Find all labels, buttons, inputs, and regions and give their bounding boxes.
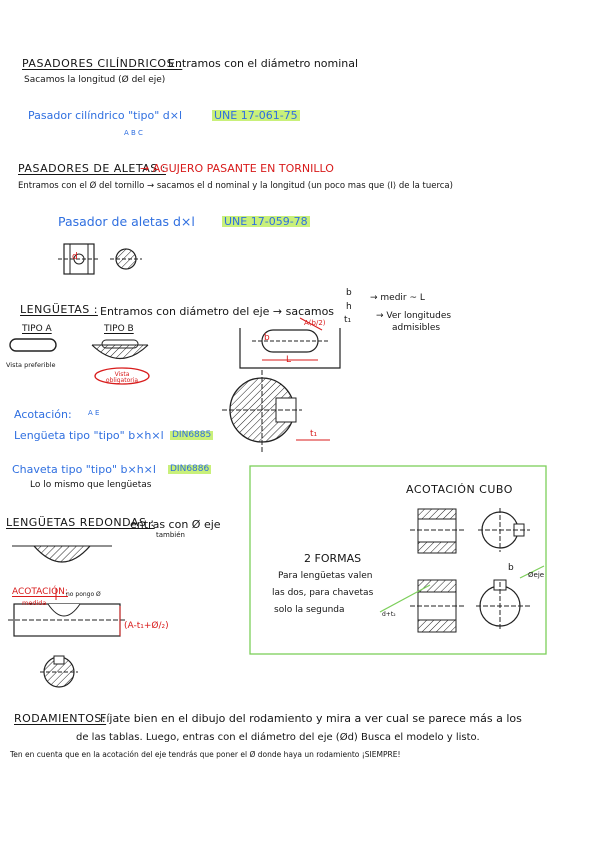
key-dim-radius: A(b/2) xyxy=(304,319,326,327)
key-type-drawings xyxy=(9,338,150,385)
woodruff-key-drawing xyxy=(8,545,126,688)
cotter-pin-norm: UNE 17-059-78 xyxy=(222,215,310,228)
key-preferred-view: Vista preferible xyxy=(6,361,56,369)
cylindrical-pin-norm: UNE 17-061-75 xyxy=(212,109,300,122)
section-title-bearings: RODAMIENTOS: xyxy=(14,712,107,725)
keys-result-3: admisibles xyxy=(392,323,441,333)
hub-box-text-3: solo la segunda xyxy=(274,605,345,615)
key-designation-norm: DIN6885 xyxy=(170,430,214,440)
keys-result-2: → Ver longitudes xyxy=(376,311,452,321)
hub-box-text-2: las dos, para chavetas xyxy=(272,588,374,598)
woodruff-no-diameter: no pongo Ø xyxy=(66,591,101,598)
key-dim-L: L xyxy=(286,355,292,365)
cotter-pins-note: → AGUJERO PASANTE EN TORNILLO xyxy=(140,162,334,175)
woodruff-desc-2: también xyxy=(156,531,185,539)
woodruff-dimension-medida: medida xyxy=(22,599,47,607)
hub-box-forms: 2 FORMAS xyxy=(304,552,362,565)
cotter-pin-drawing xyxy=(58,243,142,275)
key-mandatory-view: Vista obligatoria xyxy=(105,371,139,384)
key-designation-types: A E xyxy=(88,409,100,417)
key-dim-t1: t₁ xyxy=(310,429,318,439)
keys-out-h: h xyxy=(346,302,352,312)
gib-key-designation: Chaveta tipo "tipo" b×h×l xyxy=(12,463,156,476)
hub-dim-shaft: Øeje xyxy=(528,571,545,579)
cylindrical-pin-designation: Pasador cilíndrico "tipo" d×l xyxy=(28,109,183,122)
cylindrical-pin-types: A B C xyxy=(124,129,143,137)
cotter-pin-dim-d: d xyxy=(72,252,78,262)
hub-box-title: ACOTACIÓN CUBO xyxy=(406,483,513,496)
cylindrical-pins-line2: Sacamos la longitud (Ø del eje) xyxy=(24,75,166,85)
hub-box-text-1: Para lengüetas valen xyxy=(278,571,373,581)
gib-key-note: Lo lo mismo que lengüetas xyxy=(30,480,152,490)
section-title-cotter-pins: PASADORES DE ALETAS : xyxy=(18,162,166,175)
shaft-keyway-drawing xyxy=(239,317,341,369)
section-title-keys: LENGÜETAS : xyxy=(20,303,98,316)
section-title-cylindrical-pins: PASADORES CILÍNDRICOS : xyxy=(22,57,183,70)
bearings-line-2: de las tablas. Luego, entras con el diám… xyxy=(76,732,480,743)
woodruff-desc: entras con Ø eje xyxy=(130,518,221,531)
key-designation: Lengüeta tipo "tipo" b×h×l xyxy=(14,429,164,442)
hub-dim-d: d+t₂ xyxy=(382,611,396,618)
cotter-pins-line2: Entramos con el Ø del tornillo → sacamos… xyxy=(18,181,453,191)
keys-out-b: b xyxy=(346,288,352,298)
woodruff-formula: (A-t₁+Ø/₂) xyxy=(124,621,169,631)
bearings-line-3: Ten en cuenta que en la acotación del ej… xyxy=(10,750,401,759)
key-dim-b: b xyxy=(264,333,270,343)
hub-dim-b: b xyxy=(508,563,514,573)
woodruff-dimension-title: ACOTACIÓN: xyxy=(12,587,68,597)
keys-out-t1: t₁ xyxy=(344,315,352,325)
section-title-woodruff-keys: LENGÜETAS REDONDAS : xyxy=(6,516,155,529)
cylindrical-pins-desc: Entramos con el diámetro nominal xyxy=(168,57,359,70)
keys-desc: Entramos con diámetro del eje → sacamos xyxy=(100,305,335,318)
bearings-line-1: Fíjate bien en el dibujo del rodamiento … xyxy=(100,712,522,725)
keys-result-1: → medir ~ L xyxy=(370,293,425,303)
hub-dimension-box xyxy=(249,465,547,655)
key-type-a-label: TIPO A xyxy=(22,324,52,334)
key-designation-title: Acotación: xyxy=(14,408,72,421)
shaft-section-drawing xyxy=(222,370,330,452)
key-type-b-label: TIPO B xyxy=(104,324,134,334)
cotter-pin-designation: Pasador de aletas d×l xyxy=(58,214,195,229)
gib-key-norm: DIN6886 xyxy=(168,464,212,474)
